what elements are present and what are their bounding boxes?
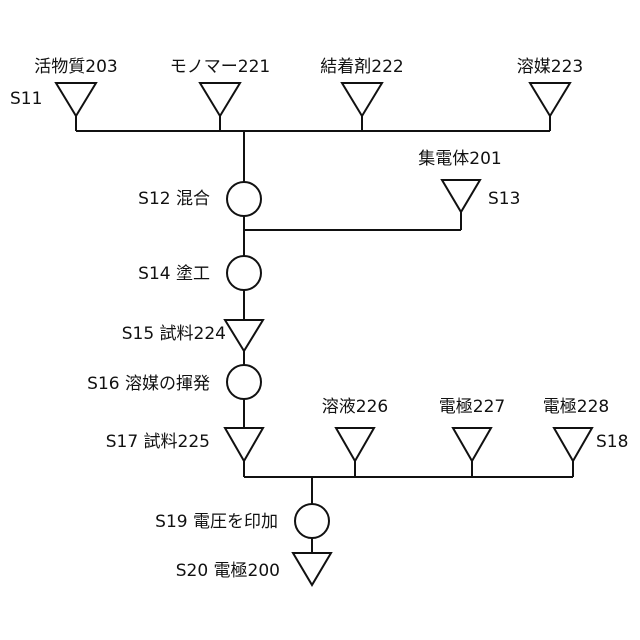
label-s14: S14 塗工 (138, 263, 210, 284)
label-monomer: モノマー221 (170, 57, 270, 77)
triangle-active-material (56, 83, 96, 116)
triangle-s17-sample (225, 428, 263, 461)
triangle-s15-sample (225, 320, 263, 351)
label-solvent: 溶媒223 (517, 57, 583, 77)
label-electrode-228: 電極228 (543, 397, 609, 417)
triangle-solution (336, 428, 374, 461)
label-binder: 結着剤222 (320, 57, 403, 77)
triangle-monomer (200, 83, 240, 116)
circle-s14-coating (227, 256, 261, 290)
label-electrode-227: 電極227 (439, 397, 505, 417)
triangle-solvent (530, 83, 570, 116)
label-s17: S17 試料225 (106, 432, 210, 452)
circle-s16-evaporation (227, 365, 261, 399)
label-solution: 溶液226 (322, 397, 388, 417)
circle-s12-mixing (227, 182, 261, 216)
label-s15: S15 試料224 (122, 324, 226, 344)
triangle-collector (442, 180, 480, 212)
circle-s19-voltage (295, 504, 329, 538)
triangle-electrode-228 (554, 428, 592, 461)
label-s12: S12 混合 (138, 189, 210, 209)
label-s18: S18 (596, 432, 628, 452)
label-s16: S16 溶媒の揮発 (87, 374, 210, 394)
label-collector: 集電体201 (418, 149, 501, 169)
triangle-binder (342, 83, 382, 116)
triangle-s20-electrode (293, 553, 331, 585)
label-s13: S13 (488, 189, 520, 209)
label-s20: S20 電極200 (176, 561, 280, 581)
label-s19: S19 電圧を印加 (155, 512, 278, 532)
label-active-material: 活物質203 (34, 57, 117, 77)
triangle-electrode-227 (453, 428, 491, 461)
label-s11: S11 (10, 89, 42, 109)
